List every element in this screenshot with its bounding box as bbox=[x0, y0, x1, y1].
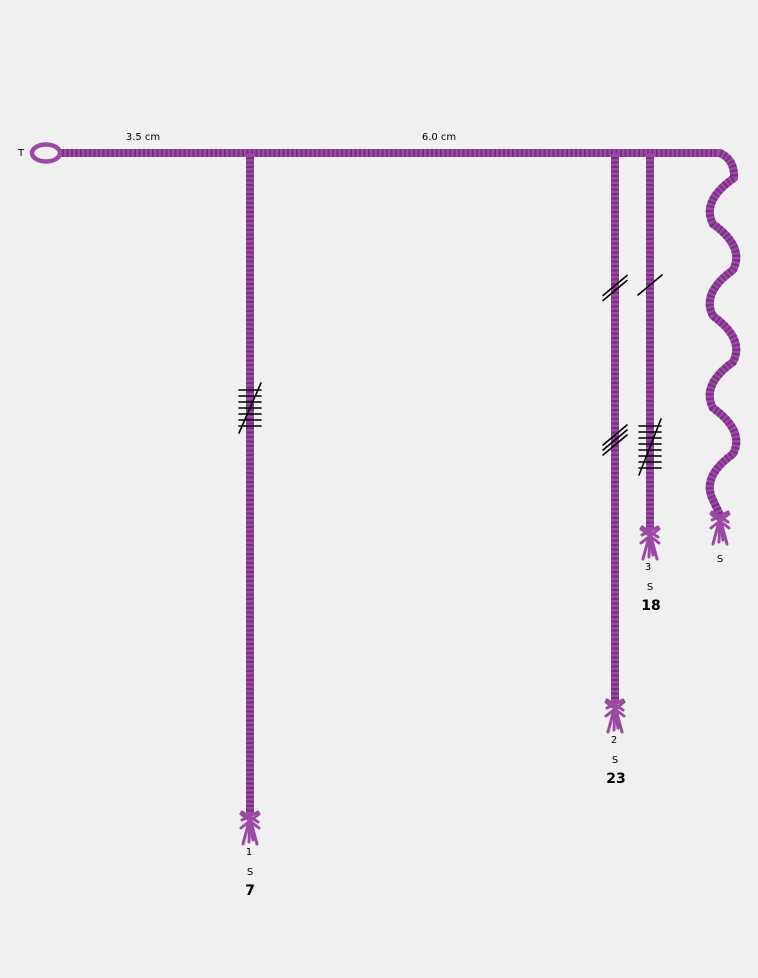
pendant-3-knot-cluster-1 bbox=[637, 274, 663, 296]
pendant-2-tassel bbox=[604, 698, 626, 734]
pendant-4-cord bbox=[705, 149, 741, 519]
pendant-2-number: 2 bbox=[611, 735, 617, 746]
spacing-label-2: 6.0 cm bbox=[422, 132, 456, 143]
pendant-3-knot-cluster-2 bbox=[638, 418, 662, 476]
pendant-1-number: 1 bbox=[246, 847, 252, 858]
pendant-4-end: S bbox=[717, 554, 723, 565]
pendant-2-knot-cluster-1 bbox=[602, 274, 628, 302]
primary-cord-loop bbox=[29, 142, 63, 164]
pendant-1-tassel bbox=[239, 810, 261, 846]
pendant-4-tassel bbox=[709, 510, 731, 546]
pendant-2-knot-cluster-2 bbox=[602, 424, 628, 456]
pendant-1-value: 7 bbox=[245, 883, 255, 899]
pendant-3-value: 18 bbox=[641, 598, 660, 614]
pendant-1-knot-cluster-1 bbox=[238, 382, 262, 434]
cords-layer bbox=[29, 142, 741, 846]
pendant-3-tassel bbox=[639, 525, 661, 561]
pendant-3-number: 3 bbox=[645, 562, 651, 573]
pendant-2-end: S bbox=[612, 755, 618, 766]
pendant-1-end: S bbox=[247, 867, 253, 878]
spacing-label-1: 3.5 cm bbox=[126, 132, 160, 143]
knots-layer bbox=[238, 274, 663, 476]
pendant-2-value: 23 bbox=[606, 771, 625, 787]
primary-start-label: T bbox=[17, 148, 25, 159]
pendant-3-end: S bbox=[647, 582, 653, 593]
